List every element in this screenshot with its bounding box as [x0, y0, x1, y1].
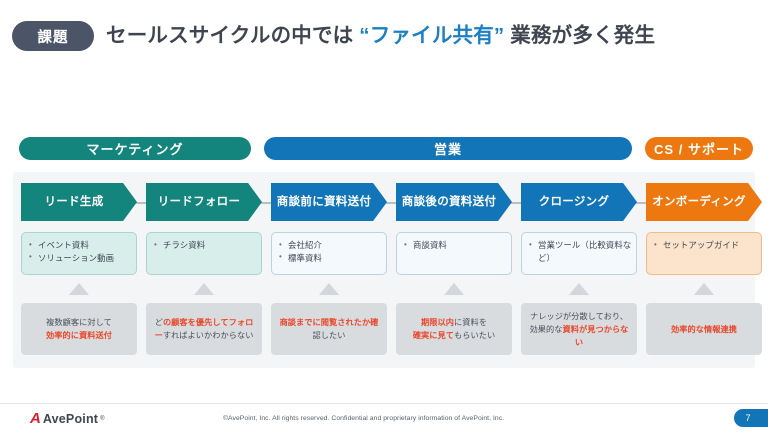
stage-connector	[381, 202, 403, 204]
section-badge: 課題	[12, 21, 94, 51]
stage-chevron-lead-follow[interactable]: リードフォロー	[146, 183, 262, 221]
pain-point-box: ナレッジが分散しており、効果的な資料が見つからない	[521, 303, 637, 355]
pain-point-plain: ナレッジが分散しており、効果的な	[529, 311, 629, 334]
up-arrow-icon	[194, 283, 214, 295]
asset-list: 営業ツール（比較資料など）	[529, 239, 632, 264]
avepoint-wordmark: AvePoint	[42, 411, 99, 426]
pain-point-emphasis: 確実に見て	[412, 331, 454, 340]
copyright-text: ©AvePoint, Inc. All rights reserved. Con…	[223, 415, 505, 422]
title-part-1: セールスサイクルの中では	[106, 24, 360, 47]
title-part-2: 業務が多く発生	[504, 24, 656, 47]
pain-point-box: 期限以内に資料を確実に見てもらいたい	[396, 303, 512, 355]
up-arrow-icon	[69, 283, 89, 295]
category-pill-sales: 営業	[264, 137, 632, 160]
up-arrow-icon	[694, 283, 714, 295]
slide-header: 課題 セールスサイクルの中では “ファイル共有” 業務が多く発生	[0, 0, 768, 80]
pain-point-plain: 複数顧客に対して	[46, 318, 112, 327]
asset-list: イベント資料 ソリューション動画	[29, 239, 132, 264]
pain-point-emphasis: 期限以内	[421, 318, 454, 327]
up-arrow-icon	[319, 283, 339, 295]
category-pill-marketing: マーケティング	[19, 137, 251, 160]
stage-chevron-row: リード生成 リードフォロー 商談前に資料送付 商談後の資料送付 クロージング オ…	[0, 183, 768, 223]
pain-point-text: どの顧客を優先してフォローすればよいかわからない	[151, 316, 257, 342]
up-arrow-icon	[569, 283, 589, 295]
stage-label-line1: 商談後の	[401, 196, 449, 208]
avepoint-a-mark-icon: A	[30, 410, 41, 427]
asset-item: チラシ資料	[154, 239, 257, 252]
pain-point-plain: もらいたい	[454, 331, 496, 340]
pain-point-plain: 認したい	[312, 331, 346, 340]
pain-point-box: 商談までに閲覧されたか確認したい	[271, 303, 387, 355]
pain-point-box: 複数顧客に対して効率的に資料送付	[21, 303, 137, 355]
pain-point-box: 効率的な情報連携	[646, 303, 762, 355]
asset-item: 営業ツール（比較資料など）	[529, 239, 632, 264]
trademark-symbol: ®	[100, 415, 105, 422]
pain-point-text: 期限以内に資料を確実に見てもらいたい	[413, 316, 495, 342]
asset-box: 商談資料	[396, 232, 512, 275]
stage-chevron-onboarding[interactable]: オンボーディング	[646, 183, 762, 221]
asset-box: セットアップガイド	[646, 232, 762, 275]
pain-point-text: ナレッジが分散しており、効果的な資料が見つからない	[526, 310, 632, 349]
pain-point-emphasis: 商談までに閲覧されたか確	[279, 318, 379, 327]
stage-label-line2: 資料送付	[449, 196, 497, 208]
page-number-badge: 7	[734, 409, 768, 427]
stage-chevron-closing[interactable]: クロージング	[521, 183, 637, 221]
asset-list: 商談資料	[404, 239, 507, 252]
stage-label-line2: 資料送付	[324, 196, 372, 208]
pain-point-emphasis: 資料が見つからない	[562, 324, 629, 347]
asset-box: 営業ツール（比較資料など）	[521, 232, 637, 275]
pain-point-emphasis: 効率的な情報連携	[671, 324, 737, 334]
asset-item: 標準資料	[279, 251, 382, 265]
pain-point-emphasis: の顧客を優先してフォロー	[154, 318, 254, 340]
page-title: セールスサイクルの中では “ファイル共有” 業務が多く発生	[106, 20, 655, 52]
asset-list: チラシ資料	[154, 239, 257, 252]
pain-point-emphasis: 効率的に資料送付	[46, 331, 112, 340]
slide-footer: A AvePoint ® ©AvePoint, Inc. All rights …	[0, 403, 768, 432]
asset-item: イベント資料	[29, 239, 132, 252]
asset-item: 会社紹介	[279, 239, 382, 252]
asset-box: チラシ資料	[146, 232, 262, 275]
asset-box: イベント資料 ソリューション動画	[21, 232, 137, 275]
asset-box: 会社紹介 標準資料	[271, 232, 387, 275]
stage-chevron-post-meeting[interactable]: 商談後の資料送付	[396, 183, 512, 221]
pain-point-plain: に資料を	[454, 318, 487, 327]
pain-point-plain: ど	[154, 318, 163, 327]
asset-list: 会社紹介 標準資料	[279, 239, 382, 264]
asset-item: セットアップガイド	[654, 239, 757, 252]
stage-connector	[131, 202, 153, 204]
stage-connector	[631, 202, 653, 204]
asset-item: ソリューション動画	[29, 251, 132, 265]
stage-connector	[506, 202, 528, 204]
asset-list: セットアップガイド	[654, 239, 757, 252]
stage-chevron-lead-generation[interactable]: リード生成	[21, 183, 137, 221]
up-arrow-icon	[444, 283, 464, 295]
pain-point-box: どの顧客を優先してフォローすればよいかわからない	[146, 303, 262, 355]
title-highlight: “ファイル共有”	[359, 24, 505, 47]
avepoint-logo: A AvePoint ®	[30, 411, 105, 426]
asset-item: 商談資料	[404, 239, 507, 252]
stage-chevron-pre-meeting[interactable]: 商談前に資料送付	[271, 183, 387, 221]
pain-point-text: 効率的な情報連携	[671, 323, 737, 336]
pain-point-text: 複数顧客に対して効率的に資料送付	[46, 316, 112, 342]
stage-label-line1: 商談前に	[276, 196, 324, 208]
pain-point-plain: すればよいかわからない	[162, 331, 254, 340]
stage-connector	[256, 202, 278, 204]
category-pill-cs: CS / サポート	[645, 137, 753, 160]
pain-point-text: 商談までに閲覧されたか確認したい	[276, 316, 382, 342]
